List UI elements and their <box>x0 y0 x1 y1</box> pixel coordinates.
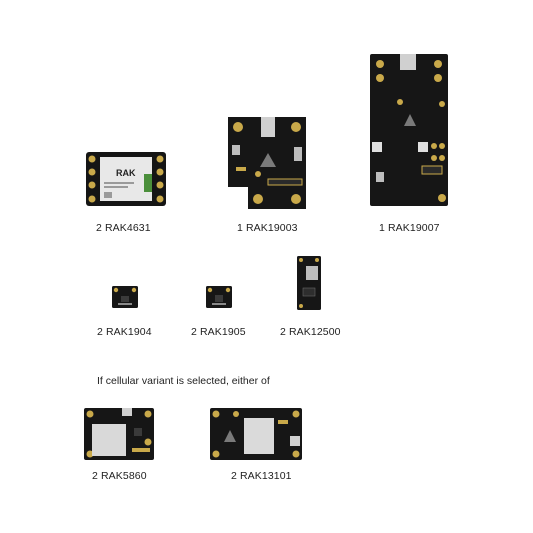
rak13101-caption: 2 RAK13101 <box>231 470 292 482</box>
rak13101-board <box>210 408 302 460</box>
rak1905-name: RAK1905 <box>199 326 246 338</box>
rak5860-name: RAK5860 <box>100 470 147 482</box>
rak1905-board <box>206 286 232 308</box>
rak19007-caption: 1 RAK19007 <box>379 222 440 234</box>
rak1904-name: RAK1904 <box>105 326 152 338</box>
rak12500-name: RAK12500 <box>288 326 341 338</box>
rak4631-chip-label: RAK <box>116 168 136 178</box>
rak5860-qty: 2 <box>92 470 98 482</box>
cellular-note: If cellular variant is selected, either … <box>97 375 270 387</box>
rak19007-board <box>370 54 448 206</box>
rak19003-caption: 1 RAK19003 <box>237 222 298 234</box>
rak1904-qty: 2 <box>97 326 103 338</box>
rak12500-qty: 2 <box>280 326 286 338</box>
rak1905-qty: 2 <box>191 326 197 338</box>
rak12500-board <box>297 256 321 310</box>
rak13101-name: RAK13101 <box>239 470 292 482</box>
rak19003-board <box>228 117 306 209</box>
rak19003-name: RAK19003 <box>245 222 298 234</box>
rak1904-board <box>112 286 138 308</box>
rak4631-board: RAK <box>86 152 166 206</box>
rak13101-qty: 2 <box>231 470 237 482</box>
rak19003-qty: 1 <box>237 222 243 234</box>
rak4631-name: RAK4631 <box>104 222 151 234</box>
rak1905-caption: 2 RAK1905 <box>191 326 246 338</box>
rak1904-caption: 2 RAK1904 <box>97 326 152 338</box>
rak12500-caption: 2 RAK12500 <box>280 326 341 338</box>
rak19007-name: RAK19007 <box>387 222 440 234</box>
rak4631-qty: 2 <box>96 222 102 234</box>
rak5860-caption: 2 RAK5860 <box>92 470 147 482</box>
rak19007-qty: 1 <box>379 222 385 234</box>
rak5860-board <box>84 408 154 460</box>
rak4631-caption: 2 RAK4631 <box>96 222 151 234</box>
